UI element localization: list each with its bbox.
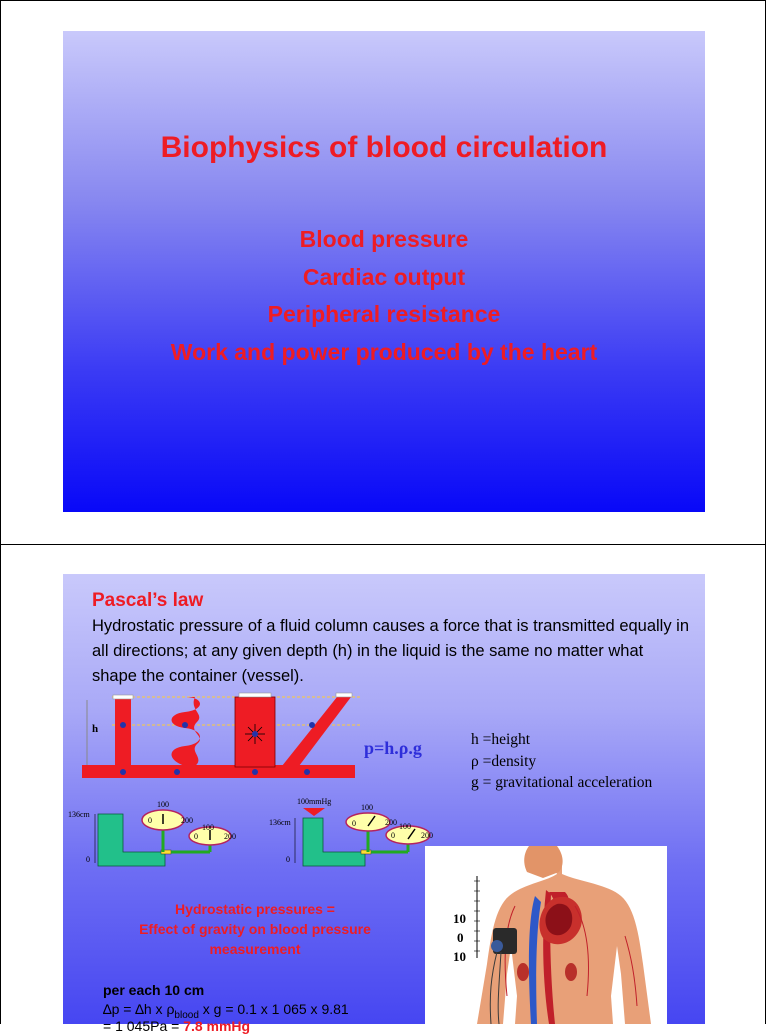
- topic-item: Blood pressure: [299, 226, 469, 252]
- communicating-vessels-diagram: h: [82, 692, 362, 778]
- svg-text:0: 0: [86, 855, 90, 864]
- legend-item: g = gravitational acceleration: [471, 774, 653, 791]
- pascal-heading: Pascal’s law: [92, 590, 204, 611]
- manometer-diagram-right: 100mmHg 136cm 0 100 0 200 100 0 200: [269, 797, 433, 867]
- svg-text:0: 0: [194, 832, 198, 841]
- legend-item: ρ =density: [471, 752, 537, 770]
- svg-text:200: 200: [385, 818, 397, 827]
- manometer-diagram-left: 136cm 0 100 0 200 100 0 200: [68, 800, 236, 867]
- pascal-formula: p=h.ρ.g: [364, 738, 422, 758]
- h-label: h: [92, 723, 98, 735]
- body-scale: 10 0 10: [453, 876, 480, 964]
- topic-item: Work and power produced by the heart: [170, 338, 598, 365]
- svg-text:136cm: 136cm: [269, 818, 292, 827]
- svg-text:10: 10: [453, 949, 466, 964]
- human-body-illustration: 10 0 10: [425, 846, 667, 1024]
- svg-text:200: 200: [181, 816, 193, 825]
- slide-title: Biophysics of blood circulation Blood pr…: [63, 31, 705, 512]
- blood-pressure-cuff: [489, 928, 517, 1024]
- topic-item: Peripheral resistance: [267, 301, 501, 327]
- svg-text:100: 100: [399, 822, 411, 831]
- svg-text:0: 0: [391, 831, 395, 840]
- svg-text:200: 200: [421, 831, 433, 840]
- svg-text:100mmHg: 100mmHg: [297, 797, 331, 806]
- pascal-paragraph: Hydrostatic pressure of a fluid column c…: [92, 617, 690, 685]
- delta-p-formula: ∆p = ∆h x ρblood x g = 0.1 x 1 065 x 9.8…: [103, 1001, 349, 1021]
- slide-pascal: Pascal’s law Hydrostatic pressure of a f…: [63, 574, 705, 1034]
- svg-text:10: 10: [453, 911, 466, 926]
- per-each-label: per each 10 cm: [103, 982, 205, 998]
- slide-topic-list: Blood pressure Cardiac output Peripheral…: [63, 221, 705, 371]
- formula-legend: h =height ρ =density g = gravitational a…: [471, 729, 652, 794]
- svg-text:100: 100: [157, 800, 169, 809]
- svg-text:200: 200: [224, 832, 236, 841]
- torso: [477, 846, 651, 1024]
- svg-text:0: 0: [457, 930, 464, 945]
- slide-title-heading: Biophysics of blood circulation: [160, 131, 608, 164]
- svg-text:0: 0: [286, 855, 290, 864]
- svg-text:0: 0: [148, 816, 152, 825]
- hydrostatic-caption: Hydrostatic pressures = Effect of gravit…: [139, 901, 371, 957]
- svg-text:0: 0: [352, 819, 356, 828]
- pressure-result: = 1 045Pa = 7.8 mmHg: [103, 1018, 251, 1034]
- svg-text:136cm: 136cm: [68, 810, 91, 819]
- svg-text:100: 100: [361, 803, 373, 812]
- topic-item: Cardiac output: [302, 263, 466, 290]
- legend-item: h =height: [471, 731, 531, 748]
- svg-text:100: 100: [202, 823, 214, 832]
